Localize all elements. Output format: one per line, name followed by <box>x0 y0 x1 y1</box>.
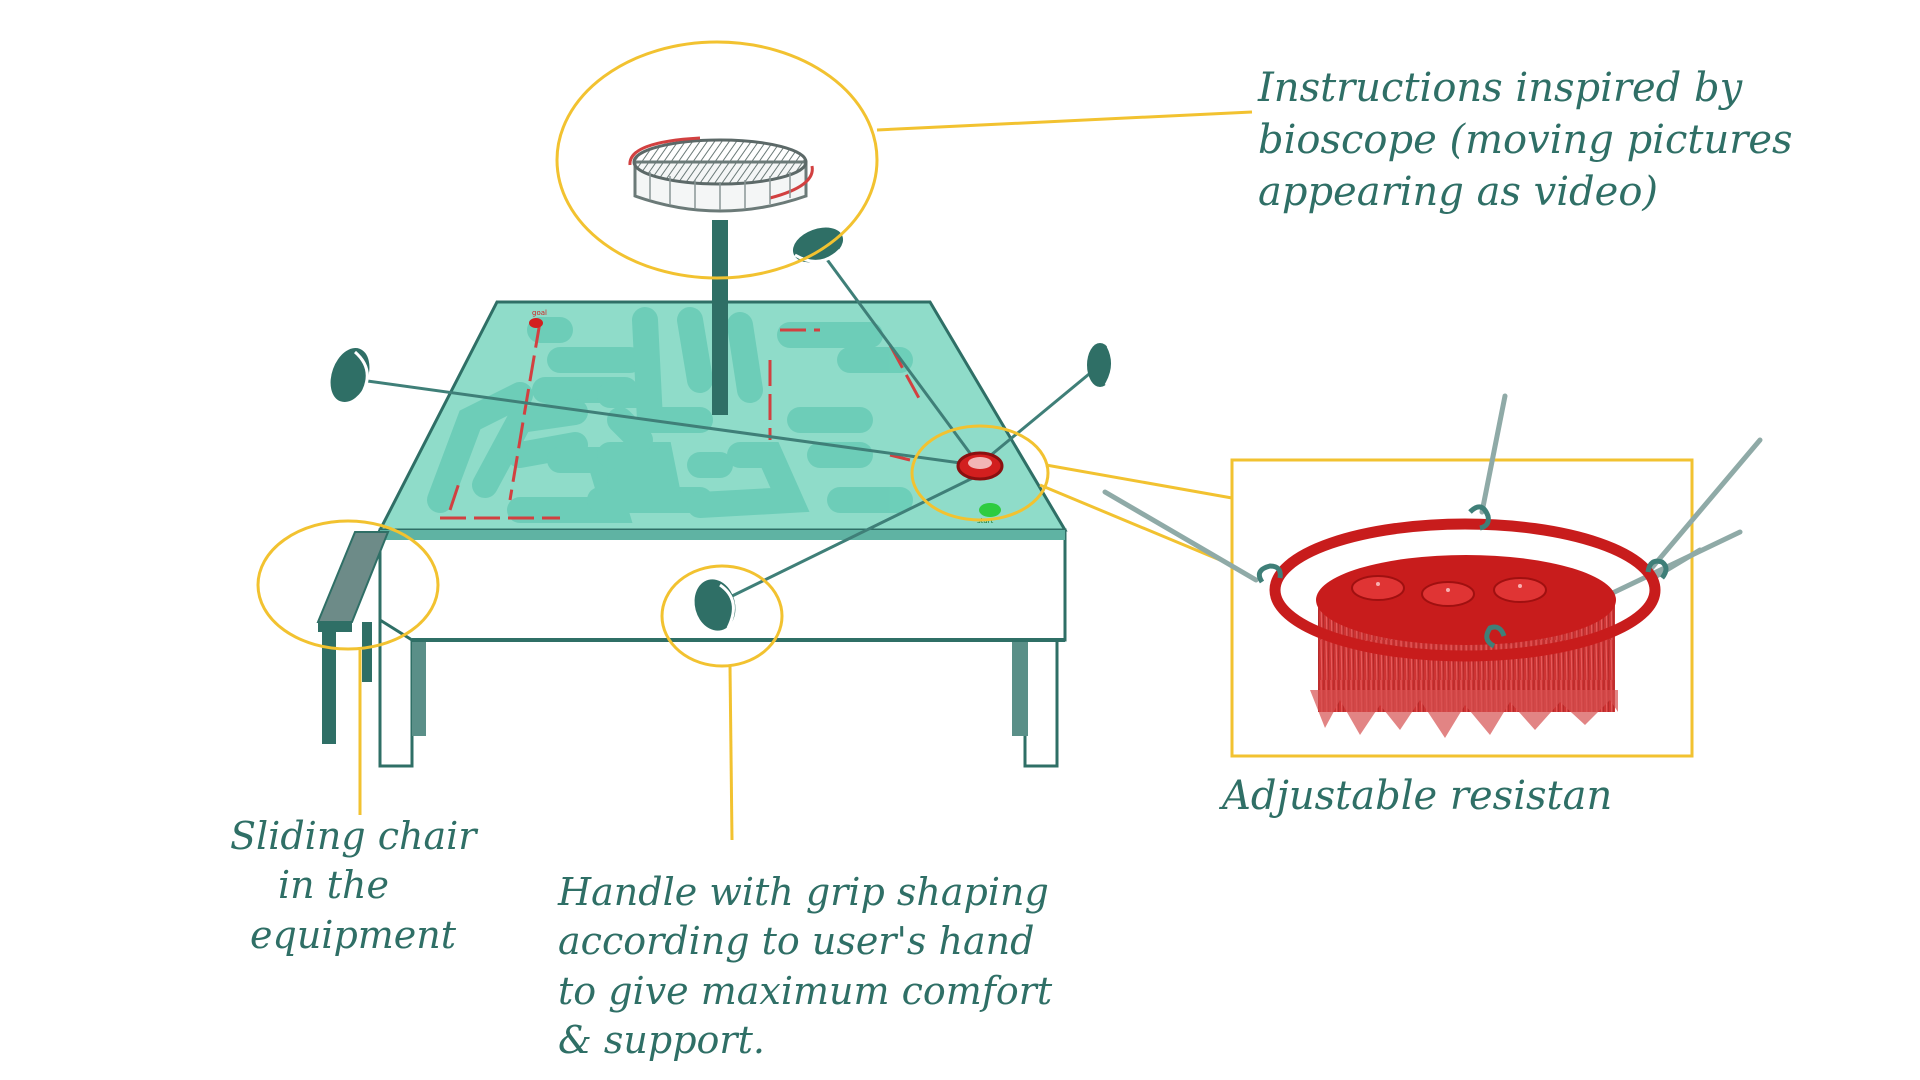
note-handle-line-1: Handle with grip shaping <box>558 868 1052 917</box>
note-resistance: Adjustable resistan <box>1222 770 1612 822</box>
table-leg-back-right <box>1012 636 1028 736</box>
note-instructions: Instructions inspired by bioscope (movin… <box>1258 62 1793 218</box>
note-instructions-line-3: appearing as video) <box>1258 166 1793 218</box>
note-handle-line-2: according to user's hand <box>558 917 1052 966</box>
note-handle: Handle with grip shaping according to us… <box>558 868 1052 1066</box>
note-instructions-line-1: Instructions inspired by <box>1258 62 1793 114</box>
table-leg-back-left <box>412 636 426 736</box>
note-handle-line-4: & support. <box>558 1016 1052 1065</box>
bioscope-drum-icon <box>634 140 806 184</box>
sliding-chair-icon <box>318 532 388 744</box>
resistance-ring-icon <box>1105 396 1760 738</box>
note-chair-line-3: equipment <box>230 911 476 960</box>
board-resistance-module <box>958 453 1002 479</box>
goal-label: goal <box>532 309 547 317</box>
note-handle-line-3: to give maximum comfort <box>558 967 1052 1016</box>
bioscope-pole <box>712 220 728 415</box>
note-instructions-line-2: bioscope (moving pictures <box>1258 114 1793 166</box>
note-chair-line-2: in the <box>230 861 476 910</box>
note-chair-line-1: Sliding chair <box>230 812 476 861</box>
note-chair: Sliding chair in the equipment <box>230 812 476 960</box>
